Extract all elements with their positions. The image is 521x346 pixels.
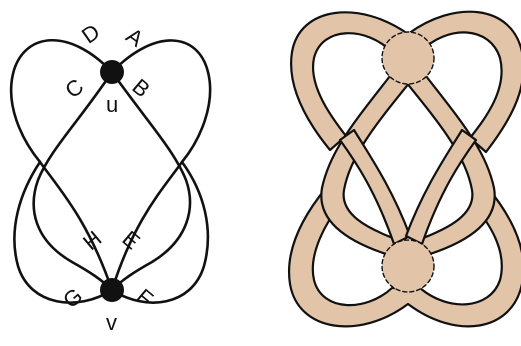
- vertex-u-label: u: [106, 92, 118, 117]
- right-band-surface: [289, 12, 521, 327]
- label-g: G: [58, 283, 87, 313]
- graph-edge-upper-left: [11, 40, 112, 162]
- band-disk-top: [382, 32, 434, 84]
- label-e: E: [118, 226, 145, 255]
- label-f: F: [132, 284, 158, 312]
- label-c: C: [60, 74, 88, 103]
- graph-edge-cross-right: [112, 162, 182, 290]
- label-d: D: [77, 19, 104, 49]
- vertex-u-dot: [100, 60, 124, 84]
- graph-edge-cross-left: [40, 162, 112, 290]
- band-disk-bottom: [382, 240, 434, 292]
- graph-edge-lower-left: [14, 162, 112, 303]
- graph-edge-lower-right: [112, 162, 208, 303]
- label-h: H: [78, 226, 106, 255]
- vertex-v-dot: [100, 278, 124, 302]
- graph-edge-upper-right: [112, 40, 210, 162]
- vertex-v-label: v: [106, 310, 117, 335]
